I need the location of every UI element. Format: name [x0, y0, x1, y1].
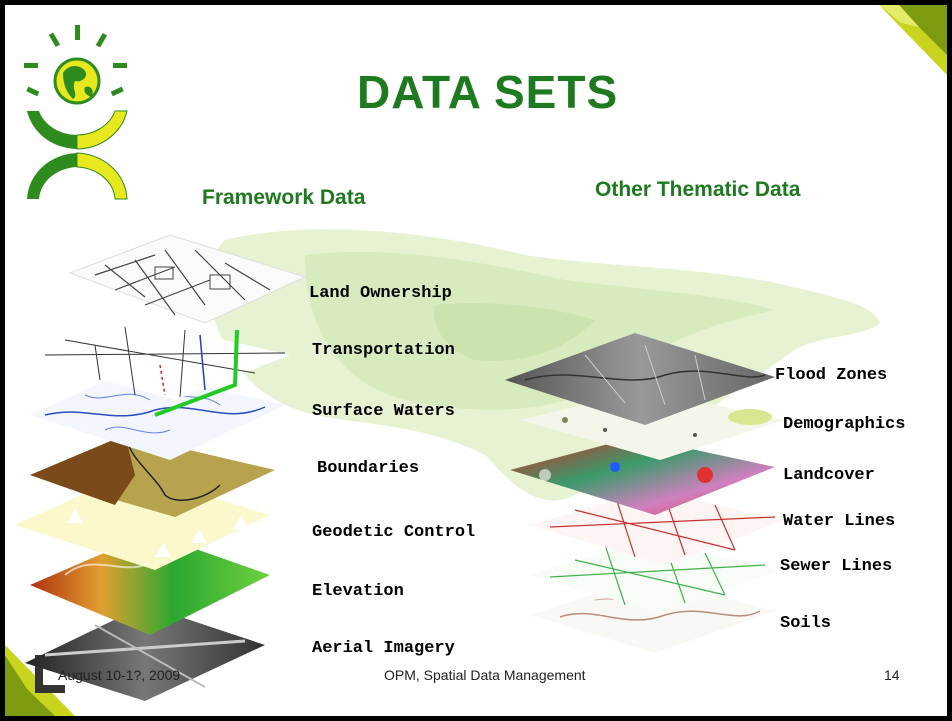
corner-accent-bottom-left [5, 645, 75, 716]
layer-water-lines [530, 490, 785, 565]
slide: DATA SETS Framework Data Other Thematic … [5, 5, 947, 716]
label-landcover: Landcover [783, 466, 875, 485]
footer-date: August 10-1?, 2009 [58, 667, 181, 683]
label-surface-waters: Surface Waters [312, 402, 455, 421]
label-land-ownership: Land Ownership [309, 284, 452, 303]
logo-lower-right-arc [76, 152, 128, 200]
layer-aerial-imagery [25, 605, 265, 701]
slide-title: DATA SETS [357, 66, 619, 118]
layer-flood-zones [505, 333, 775, 425]
label-sewer-lines: Sewer Lines [780, 557, 893, 576]
label-geodetic-control: Geodetic Control [312, 523, 476, 542]
label-aerial-imagery: Aerial Imagery [312, 639, 455, 658]
sun-rays [24, 25, 127, 97]
label-flood-zones: Flood Zones [775, 366, 888, 385]
label-transportation: Transportation [312, 341, 455, 360]
logo-upper-right-arc [76, 110, 128, 150]
corner-accent-top-right [879, 5, 947, 75]
layer-transportation [30, 323, 290, 417]
layer-land-ownership [68, 234, 307, 324]
logo-lower-left-arc [27, 153, 77, 199]
framework-data-heading: Framework Data [202, 186, 366, 209]
layer-landcover [510, 437, 775, 515]
layer-sewer-lines [530, 540, 780, 613]
label-soils: Soils [780, 614, 832, 633]
other-thematic-data-heading: Other Thematic Data [595, 178, 801, 201]
label-water-lines: Water Lines [783, 512, 896, 531]
label-demographics: Demographics [783, 415, 906, 434]
logo [24, 25, 128, 200]
label-elevation: Elevation [312, 582, 404, 601]
label-boundaries: Boundaries [317, 459, 420, 478]
background-map [208, 229, 880, 501]
logo-upper-left-arc [27, 111, 77, 149]
page-number: 14 [884, 667, 900, 683]
layer-demographics [520, 390, 785, 460]
layer-boundaries [30, 434, 275, 517]
layer-stack-illustration [15, 234, 785, 701]
footer-title: OPM, Spatial Data Management [384, 667, 586, 683]
